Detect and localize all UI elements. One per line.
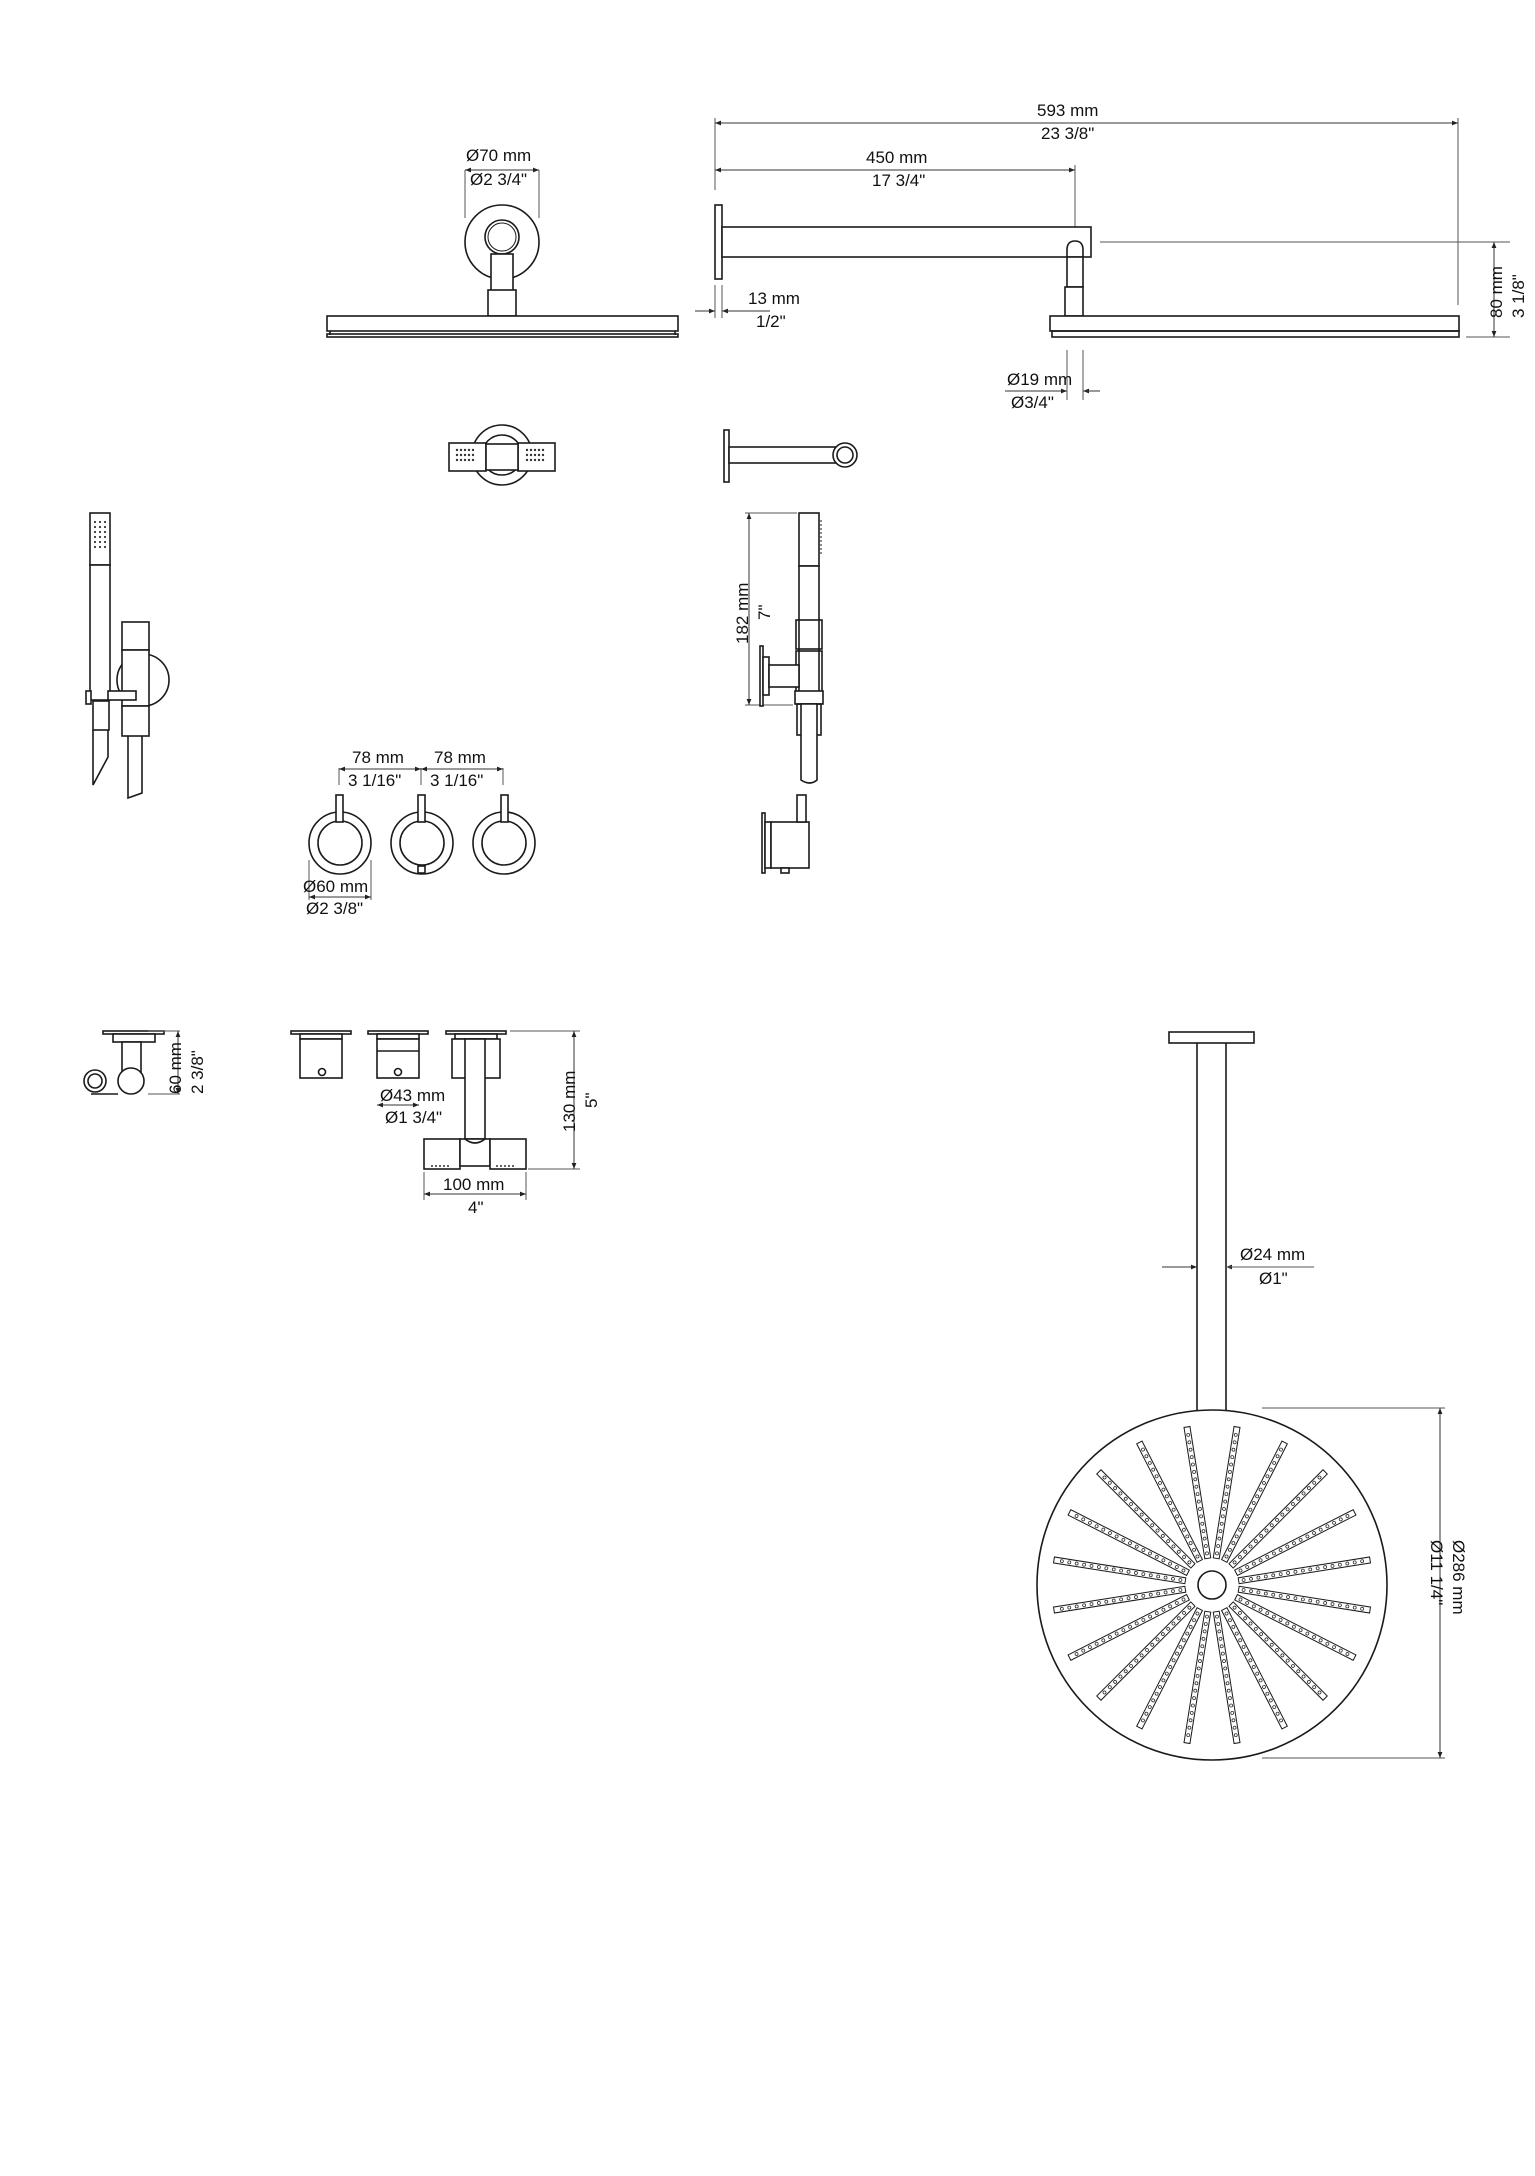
dim-head-diameter-in: Ø11 1/4" (1427, 1540, 1446, 1606)
dim-spout-depth-in: 5" (582, 1092, 601, 1109)
round-head-bottom-view (1036, 1407, 1445, 1761)
dim-pipe-diameter-mm: Ø24 mm (1240, 1245, 1306, 1264)
holder-top-view (83, 1030, 181, 1095)
dim-overall-length-mm: 593 mm (1037, 101, 1099, 120)
dim-head-diameter-mm: Ø286 mm (1449, 1540, 1468, 1615)
dim-trim-diameter-in: Ø2 3/8" (306, 899, 364, 918)
dim-valve-spacing-2-mm: 78 mm (434, 748, 486, 767)
dim-spout-depth-mm: 130 mm (560, 1070, 579, 1132)
dim-spout-width-mm: 100 mm (443, 1175, 505, 1194)
dim-flange-thickness-mm: 13 mm (748, 289, 800, 308)
hand-shower-side-view (745, 512, 824, 784)
valves-top-view (290, 1030, 580, 1200)
dim-trim-diameter-mm: Ø60 mm (303, 877, 369, 896)
dim-hand-shower-height-mm: 182 mm (733, 582, 752, 644)
dim-spout-width-in: 4" (468, 1198, 484, 1217)
dim-arm-length-in: 17 3/4" (872, 171, 926, 190)
dim-height-mm: 80 mm (1487, 266, 1506, 318)
dim-flange-diameter-mm: Ø70 mm (466, 146, 532, 165)
dim-holder-depth-in: 2 3/8" (188, 1050, 207, 1094)
dim-stem-diameter-mm: Ø19 mm (1007, 370, 1073, 389)
dim-valve-spacing-2-in: 3 1/16" (430, 771, 484, 790)
ceiling-arm-view (1162, 1031, 1314, 1410)
dim-handle-diameter-in: Ø1 3/4" (385, 1108, 443, 1127)
shower-arm-front-view (326, 167, 679, 338)
diverter-side-view (761, 794, 810, 874)
dim-valve-spacing-1-in: 3 1/16" (348, 771, 402, 790)
dim-valve-spacing-1-mm: 78 mm (352, 748, 404, 767)
dim-flange-thickness-in: 1/2" (756, 312, 786, 331)
dim-flange-diameter-in: Ø2 3/4" (470, 170, 528, 189)
dim-height-in: 3 1/8" (1509, 274, 1528, 318)
dim-handle-diameter-mm: Ø43 mm (380, 1086, 446, 1105)
valves-front-view (308, 766, 536, 900)
dim-hand-shower-height-in: 7" (755, 604, 774, 621)
handshower-holder-top-view (448, 424, 556, 486)
dim-pipe-diameter-in: Ø1" (1259, 1269, 1288, 1288)
dim-arm-length-mm: 450 mm (866, 148, 928, 167)
shower-arm-side-view (695, 118, 1510, 400)
hand-shower-front-view (85, 512, 170, 800)
dim-stem-diameter-in: Ø3/4" (1011, 393, 1054, 412)
dim-holder-depth-mm: 60 mm (166, 1042, 185, 1094)
shower-arm-end-view (723, 429, 858, 483)
dim-overall-length-in: 23 3/8" (1041, 124, 1095, 143)
